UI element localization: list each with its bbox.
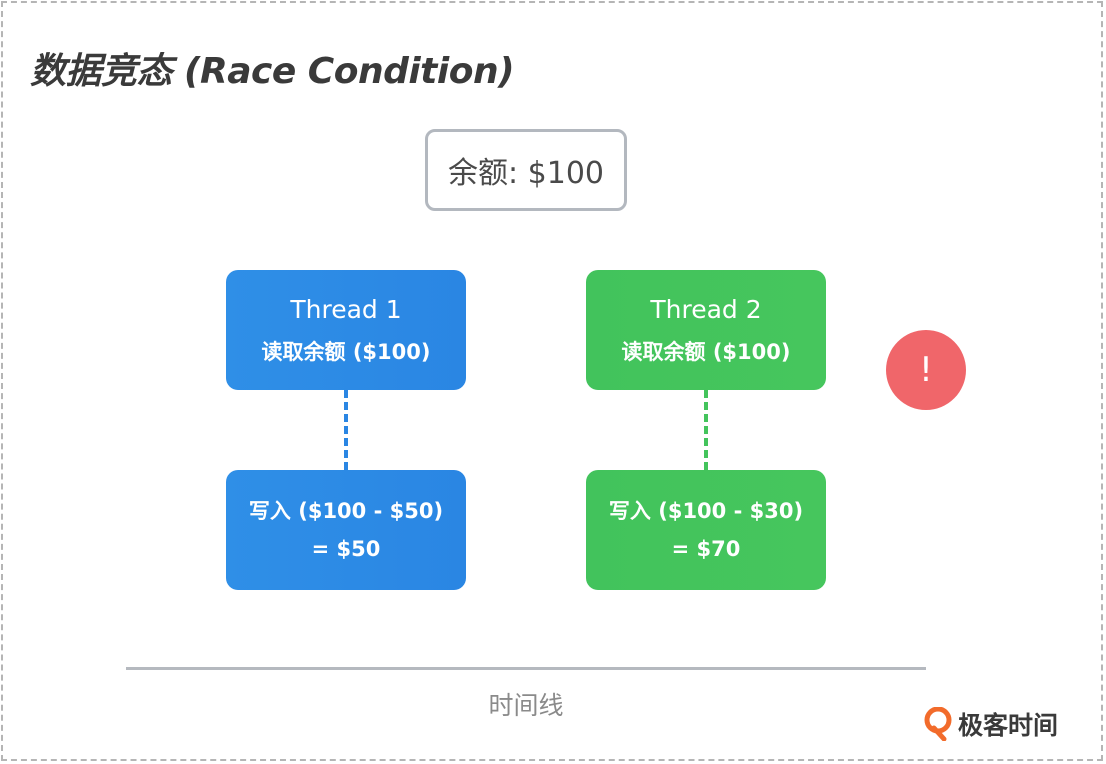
thread1-read-label: 读取余额 ($100) bbox=[261, 339, 431, 364]
timeline-axis bbox=[126, 667, 926, 670]
brand-logo-text: 极客时间 bbox=[958, 711, 1059, 740]
geektime-logo-icon bbox=[924, 707, 952, 741]
brand-logo: 极客时间 bbox=[924, 706, 1058, 742]
thread2-name: Thread 2 bbox=[650, 294, 762, 324]
diagram-title: 数据竞态 (Race Condition) bbox=[30, 51, 515, 92]
warning-icon: ! bbox=[886, 330, 966, 410]
thread2-write-line2: = $70 bbox=[671, 537, 741, 561]
thread1-read-box: Thread 1 读取余额 ($100) bbox=[226, 270, 466, 390]
thread2-write-line1: 写入 ($100 - $30) bbox=[608, 499, 804, 523]
balance-box: 余额: $100 bbox=[425, 129, 627, 211]
thread2-read-box: Thread 2 读取余额 ($100) bbox=[586, 270, 826, 390]
thread1-name: Thread 1 bbox=[290, 294, 402, 324]
thread1-write-box: 写入 ($100 - $50) = $50 bbox=[226, 470, 466, 590]
thread2-read-label: 读取余额 ($100) bbox=[621, 339, 791, 364]
timeline-label: 时间线 bbox=[488, 691, 564, 720]
thread1-connector bbox=[344, 390, 348, 470]
thread2-connector bbox=[704, 390, 708, 470]
thread1-write-line2: = $50 bbox=[311, 537, 381, 561]
thread2-write-box: 写入 ($100 - $30) = $70 bbox=[586, 470, 826, 590]
thread1-write-line1: 写入 ($100 - $50) bbox=[248, 499, 444, 523]
